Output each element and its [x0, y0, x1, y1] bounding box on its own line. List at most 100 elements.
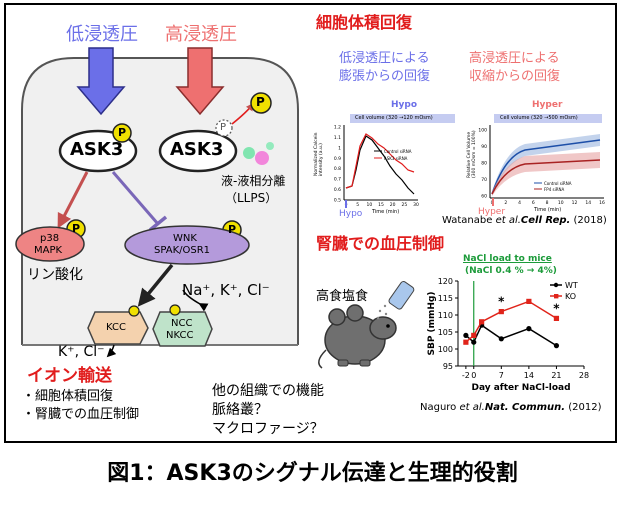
p38-label-2: MAPK [34, 245, 63, 256]
sbp-xtick-label: 7 [499, 371, 504, 380]
ions-out: K⁺, Cl⁻ [58, 344, 105, 360]
hyper-xlabel: Time (min) [534, 207, 562, 213]
sbp-series-wt [465, 324, 557, 347]
phospho-circle-released [250, 92, 272, 114]
kcc-label: KCC [106, 322, 126, 333]
p38-oval [15, 226, 85, 262]
ion-item-1: ・細胞体積回復 [22, 389, 114, 404]
hyper-arrow [175, 47, 225, 116]
hypo-ytick: 0.9 [334, 156, 341, 162]
llps-label-2: （LLPS） [225, 191, 278, 205]
hypo-plot-bar [350, 114, 455, 123]
ion-item-2: ・腎臓での血圧制御 [22, 407, 140, 422]
hypo-arrow [76, 47, 126, 116]
phospho-p-wnk: P [228, 223, 237, 236]
hypo-legend: Control siRNA ASK3 siRNA [374, 149, 412, 161]
ask3-label-left: ASK3 [70, 139, 124, 160]
dotted-phospho-circle [215, 119, 233, 137]
hyper-xtick: 12 [572, 200, 578, 206]
figure-frame [4, 3, 617, 443]
hyper-heading-1: 高浸透圧による [469, 51, 560, 66]
sbp-ytick-label: 95 [443, 362, 453, 371]
ask3-label-right: ASK3 [170, 139, 224, 160]
green-note-2: (NaCl 0.4 % → 4%) [465, 266, 557, 276]
mouse-illustration [318, 304, 397, 369]
hyper-ytick: 90 [481, 144, 487, 150]
sbp-ytick-label: 105 [438, 328, 453, 337]
hyper-xtick: 16 [599, 200, 605, 206]
ncc-phospho-dot [169, 304, 181, 316]
ion-influx-arrow [182, 289, 209, 312]
hypo-bar-label: Cell volume (320 →120 mOsm) [355, 115, 433, 121]
wnk-oval [124, 225, 250, 265]
sbp-legend-label-wt: WT [565, 281, 578, 290]
hyper-marker: Hyper [478, 207, 506, 217]
diet-label: 高食塩食 [316, 289, 369, 304]
hyper-label: 高浸透圧 [165, 24, 237, 45]
ncc-shape [152, 311, 213, 347]
hyper-ylabel: Relative Cell Volume(300 mOsm = 100%) [467, 130, 478, 178]
phospho-circle-ask3-left [112, 123, 132, 143]
hypo-ytick: 1.2 [334, 125, 341, 131]
hyper-band-control [492, 134, 600, 196]
hyper-band-fp4 [492, 152, 600, 196]
hypo-ytick: 0.5 [334, 198, 341, 204]
ncc-label-2: NKCC [166, 330, 194, 341]
hypo-ytick: 0.7 [334, 177, 341, 183]
sbp-ytick-label: 120 [438, 277, 453, 286]
hyper-legend: Control siRNA FP4 siRNA [534, 181, 572, 192]
hyper-heading-2: 収縮からの回復 [469, 69, 561, 84]
sbp-point-wt [526, 326, 532, 332]
p38-label-1: p38 [40, 233, 60, 244]
hypo-xtick: 30 [413, 202, 419, 208]
sbp-point-wt [498, 336, 504, 342]
hypo-xtick: 25 [401, 202, 407, 208]
hypo-ytick: 0.8 [334, 166, 341, 172]
sbp-point-ko [463, 339, 469, 345]
sbp-point-wt [471, 339, 477, 345]
hyper-legend-control: Control siRNA [544, 181, 572, 186]
sbp-xtick-label: 28 [579, 371, 589, 380]
hypo-xlabel: Time (min) [372, 209, 400, 215]
hypo-ytick: 1 [338, 145, 341, 151]
volume-citation: Watanabe et al.Cell Rep. (2018) [442, 215, 607, 226]
figure-caption: 図1：ASK3のシグナル伝達と生理的役割 [107, 461, 518, 486]
ion-transport-title: イオン輸送 [27, 366, 112, 386]
sbp-ytick-label: 115 [438, 294, 453, 303]
phospho-p-dotted: P [220, 122, 227, 133]
salt-shaker-illustration [376, 281, 415, 320]
sbp-legend-marker-ko [554, 294, 559, 299]
hypo-series-ask3 [345, 133, 415, 189]
wnk-to-kcc-arrow [137, 263, 174, 307]
phospho-p-p38: P [72, 222, 81, 235]
green-note-1: NaCl load to mice [463, 254, 552, 264]
wnk-label-2: SPAK/OSR1 [154, 245, 211, 256]
hypo-heading-1: 低浸透圧による [339, 51, 430, 66]
sbp-point-ko [498, 309, 504, 315]
hypo-series-control [345, 135, 415, 195]
hyper-ytick: 100 [478, 128, 487, 134]
sbp-ylabel: SBP (mmHg) [427, 291, 437, 355]
other-line-3: マクロファージ？ [212, 421, 324, 437]
ion-efflux-arrow [106, 344, 117, 358]
ask3-inhibits-wnk [111, 171, 160, 225]
sbp-point-wt [463, 332, 469, 338]
sbp-xlabel: Day after NaCl-load [471, 383, 570, 393]
ions-in: Na⁺, K⁺, Cl⁻ [182, 281, 270, 299]
llps-droplet-green-small [266, 142, 274, 150]
hyper-series-fp4 [491, 159, 601, 195]
hyper-plot-bar [494, 114, 602, 123]
sbp-xtick-label: -2 [462, 371, 470, 380]
bp-citation: Naguro et al.Nat. Commun. (2012) [420, 402, 602, 413]
hyper-ytick: 60 [481, 194, 487, 200]
hyper-xtick: 4 [518, 200, 521, 206]
llps-droplet-pink [255, 151, 269, 165]
hyper-xtick: 8 [546, 200, 549, 206]
sbp-xtick-label: 14 [524, 371, 534, 380]
llps-label-1: 液-液相分離 [221, 174, 286, 188]
llps-droplet-green [243, 147, 255, 159]
hyper-ytick: 80 [481, 161, 487, 167]
sbp-point-ko [471, 332, 477, 338]
